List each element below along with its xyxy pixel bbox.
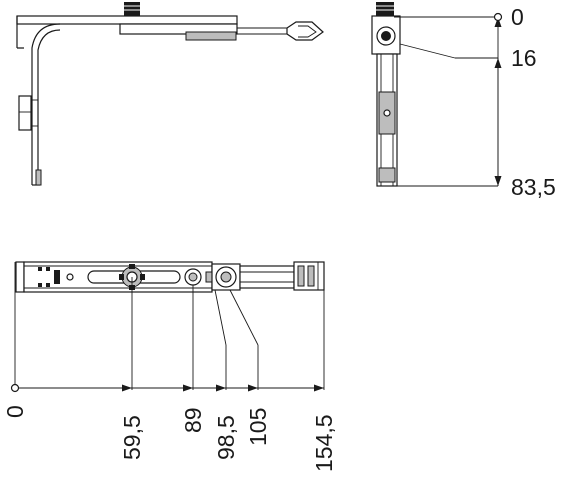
- side-view-curved-corner: [31, 23, 61, 185]
- hdim-label-59-5: 59,5: [119, 415, 145, 460]
- hdim-label-154-5: 154,5: [311, 414, 337, 472]
- hdim-label-0: 0: [2, 405, 28, 418]
- hdim-origin-marker: [10, 383, 20, 393]
- hdim-label-98-5: 98,5: [213, 415, 239, 460]
- vertical-dimension: 0 16 83,5: [394, 4, 556, 200]
- top-view: [15, 261, 325, 293]
- side-view-side-block: [18, 95, 32, 131]
- side-view-back-plate: [16, 16, 24, 49]
- side-view-foot: [35, 169, 42, 186]
- side-view: [16, 2, 324, 186]
- vdim-origin-marker: [493, 12, 503, 22]
- vdim-label-0: 0: [511, 4, 524, 30]
- top-view-connector: [205, 271, 213, 283]
- horizontal-dimension: 0 59,5 89 98,5 105 154,5: [2, 262, 337, 472]
- front-view-foot: [378, 167, 396, 183]
- hdim-leader-98-5: [214, 289, 227, 346]
- hdim-leader-105: [229, 289, 259, 346]
- side-view-slider-block: [185, 31, 237, 41]
- hdim-label-89: 89: [180, 407, 206, 433]
- top-view-end-plate: [15, 261, 25, 293]
- front-view-adjust-knob: [376, 2, 394, 16]
- front-view: [371, 2, 401, 187]
- side-view-adjust-knob: [124, 2, 140, 16]
- hdim-label-105: 105: [245, 408, 271, 446]
- side-view-top-arm: [16, 15, 238, 25]
- vdim-leader-16: [399, 43, 456, 59]
- top-view-logo-mark: [54, 270, 60, 284]
- top-view-rail: [239, 265, 295, 289]
- side-view-end-tip: [286, 21, 324, 41]
- vdim-label-16: 16: [511, 45, 537, 71]
- side-view-slider-box: [119, 23, 238, 35]
- vdim-label-83-5: 83,5: [511, 174, 556, 200]
